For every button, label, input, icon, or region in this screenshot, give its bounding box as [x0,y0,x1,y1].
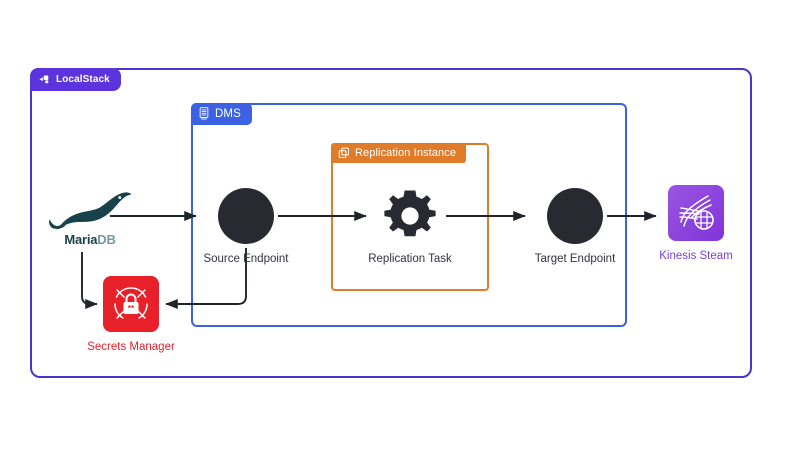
badge-replication-instance-label: Replication Instance [355,147,457,159]
node-mariadb: MariaDB [44,188,136,247]
node-target-endpoint: Target Endpoint [532,188,618,265]
copy-layers-icon [338,147,350,159]
mariadb-label-primary: Maria [64,232,98,247]
badge-replication-instance: Replication Instance [331,143,467,163]
filled-circle-icon [547,188,603,244]
node-replication-task-label: Replication Task [368,253,452,265]
kinesis-stream-icon [679,195,714,230]
badge-dms-label: DMS [215,108,241,120]
secrets-manager-tile: ** [103,276,159,332]
node-replication-task: Replication Task [368,188,452,265]
mariadb-label-secondary: DB [97,232,116,247]
node-source-endpoint-label: Source Endpoint [203,253,289,265]
badge-dms: DMS [191,103,252,125]
filled-circle-icon [218,188,274,244]
badge-localstack: LocalStack [30,68,121,91]
node-mariadb-label: MariaDB [64,232,116,247]
mariadb-seal-logo-icon [49,192,131,230]
node-secrets-manager-label: Secrets Manager [87,341,175,353]
localstack-logo-icon [38,73,51,86]
kinesis-stream-tile [668,185,724,241]
node-target-endpoint-label: Target Endpoint [534,253,616,265]
padlock-shield-icon: ** [114,287,148,319]
node-source-endpoint: Source Endpoint [203,188,289,265]
svg-text:**: ** [128,304,135,313]
database-server-icon [198,107,210,121]
container-localstack [30,68,752,378]
node-kinesis-stream: Kinesis Steam [659,185,733,262]
node-kinesis-stream-label: Kinesis Steam [659,250,733,262]
badge-localstack-label: LocalStack [56,74,110,85]
node-secrets-manager: ** Secrets Manager [87,276,175,353]
gear-icon [384,190,436,237]
